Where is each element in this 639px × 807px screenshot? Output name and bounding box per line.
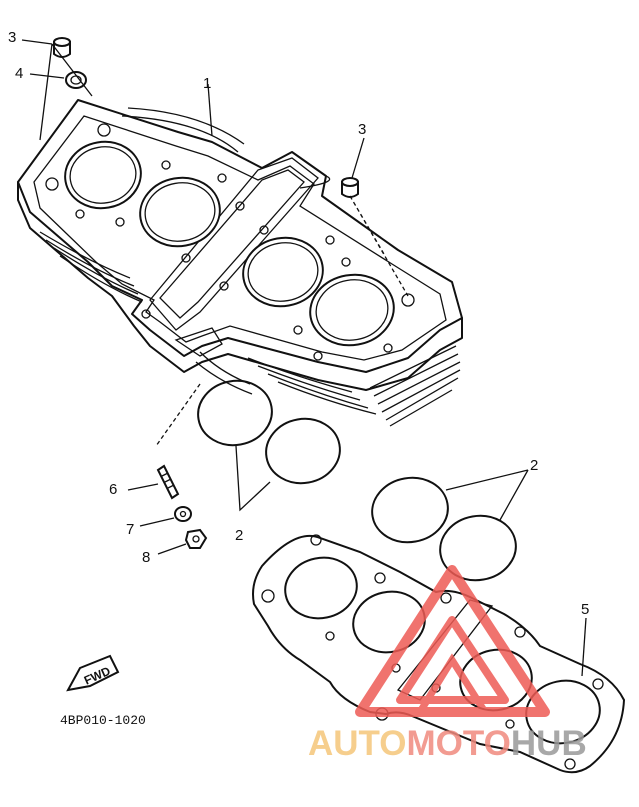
callout-7: 7 (126, 521, 134, 538)
cylinder-side-wall (17, 181, 463, 391)
watermark-hub: HUB (511, 724, 587, 763)
cylinder-bore-4-liner (315, 279, 389, 341)
callout-1: 1 (203, 75, 211, 92)
o-ring-1 (197, 379, 273, 447)
washer (174, 506, 192, 522)
callout-3-top: 3 (8, 29, 16, 46)
cam-chain-tunnel (174, 327, 223, 357)
watermark-logo-icon (355, 565, 550, 717)
o-ring-3 (371, 476, 449, 544)
cylinder-deck-inner (33, 115, 447, 361)
cylinder-bore-4 (309, 273, 395, 347)
o-rings-right (371, 476, 517, 582)
callout-3-right: 3 (358, 121, 366, 138)
callout-5: 5 (581, 601, 589, 618)
o-ring-collar (65, 71, 87, 89)
watermark-auto: AUTO (308, 724, 407, 763)
callout-6: 6 (109, 481, 117, 498)
cylinder-bore-1-liner (69, 146, 137, 204)
cooling-fins (39, 231, 461, 427)
o-rings-left (197, 379, 341, 485)
watermark: AUTOMOTOHUB (308, 565, 587, 763)
cylinder-bore-2-liner (144, 182, 216, 242)
cylinder-bore-3 (242, 236, 324, 308)
cylinder-block (17, 99, 463, 427)
leader-lines (21, 39, 587, 677)
stud-bolt (156, 464, 180, 500)
nut (184, 528, 208, 549)
cylinder-top-fins (121, 107, 331, 189)
o-ring-4 (439, 514, 517, 582)
base-gasket-bore-4 (525, 679, 601, 745)
deck-bolt-holes (45, 123, 415, 361)
cylinder-bore-2 (139, 176, 221, 248)
diagram-part-code: 4BP010-1020 (60, 713, 146, 728)
watermark-text: AUTOMOTOHUB (308, 724, 587, 763)
cylinder-bore-1 (64, 140, 142, 210)
dowel-pin-top (53, 37, 71, 58)
cylinder-bore-3-liner (247, 242, 319, 302)
center-bridge (149, 157, 319, 331)
center-bridge-inner (159, 169, 305, 319)
o-ring-2 (265, 417, 341, 485)
callout-labels: 1 2 2 3 3 4 5 6 7 8 (8, 29, 589, 618)
base-gasket-bore-1 (284, 556, 358, 620)
callout-2-left: 2 (235, 527, 243, 544)
watermark-moto: MOTO (407, 724, 511, 763)
callout-8: 8 (142, 549, 150, 566)
callout-2-right: 2 (530, 457, 538, 474)
dowel-pin-right (341, 177, 359, 198)
callout-4: 4 (15, 65, 23, 82)
forward-arrow-icon: FWD (66, 654, 120, 692)
